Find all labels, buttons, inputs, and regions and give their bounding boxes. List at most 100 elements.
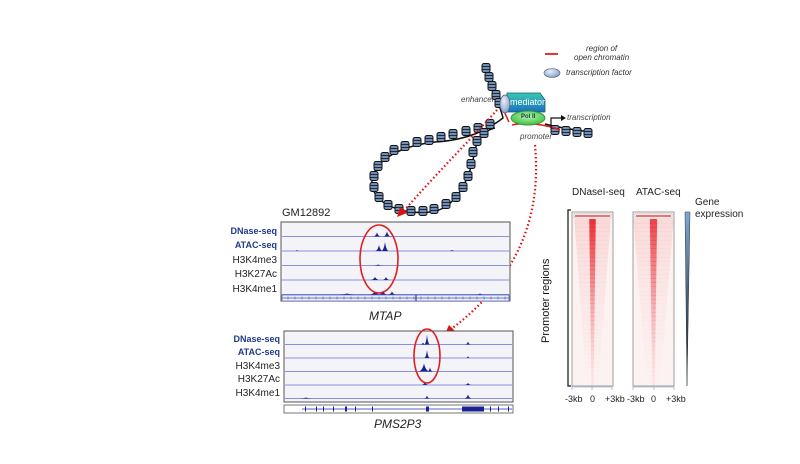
track-peak: [420, 342, 426, 345]
exon: [426, 406, 429, 412]
heatmap-row: [582, 333, 603, 338]
heatmap-core: [590, 295, 595, 300]
nucleosome-icon: [561, 126, 571, 136]
browser1-highlight-circle: [359, 224, 399, 294]
heatmap-row: [580, 307, 605, 313]
heatmap-core: [589, 261, 596, 266]
heatmap-core: [651, 354, 656, 360]
heatmap-core: [651, 337, 656, 343]
heatmap-row: [581, 316, 604, 321]
heatmap-core: [651, 333, 656, 338]
heatmap-row: [579, 290, 606, 296]
nucleosome-icon: [458, 182, 468, 192]
heatmap-row: [583, 345, 602, 351]
heatmap-row: [583, 341, 602, 347]
heatmap-core: [650, 235, 657, 241]
heatmap-row: [580, 299, 605, 305]
track-label: H3K4me1: [232, 283, 277, 295]
browser1-panel: [280, 221, 511, 302]
legend-tf-icon: [543, 68, 561, 78]
heatmap-core: [650, 265, 657, 271]
track-peak: [418, 363, 430, 372]
nucleosome-icon: [424, 135, 434, 145]
heatmap-core: [590, 341, 595, 347]
heatmap-core: [590, 312, 595, 317]
heatmap-core: [649, 219, 658, 224]
legend-open-chromatin-label: region of open chromatin: [574, 44, 629, 62]
heatmap-core: [651, 358, 656, 364]
browser2-highlight-circle: [413, 328, 441, 384]
legend-open-chromatin-line2: open chromatin: [574, 53, 630, 62]
promoter-bracket: [567, 209, 571, 387]
polii-shape: [510, 110, 546, 126]
heatmap-core: [590, 329, 595, 334]
nucleosome-icon: [400, 141, 410, 151]
nucleosome-icon: [583, 128, 593, 138]
heatmap-core: [650, 286, 657, 292]
heatmap-row: [638, 278, 669, 283]
heatmap-core: [590, 278, 595, 283]
heatmap-core: [650, 261, 657, 266]
nucleosome-icon: [451, 192, 461, 202]
nucleosome-icon: [369, 171, 379, 181]
track-label: H3K4me1: [235, 387, 280, 399]
heatmap-core: [590, 350, 595, 355]
heatmap-row: [581, 312, 604, 317]
exon: [372, 406, 373, 412]
heatmap-ylabel: Promoter regions: [540, 258, 552, 343]
exon: [490, 406, 491, 412]
nucleosome-icon: [406, 206, 416, 216]
heatmap-core: [591, 384, 594, 389]
heatmap-row: [642, 333, 665, 338]
heatmap-core: [652, 367, 655, 372]
heatmap-core: [591, 362, 594, 368]
heatmap-core: [591, 354, 594, 360]
heatmap-core: [589, 244, 596, 250]
heatmap-core: [589, 223, 596, 228]
exon: [355, 406, 356, 412]
nucleosome-icon: [485, 119, 495, 129]
heatmap-core: [650, 282, 657, 288]
track-peak: [370, 277, 380, 280]
heatmap-core: [590, 333, 595, 338]
track-peak: [375, 245, 383, 251]
transcription-label: transcription: [567, 113, 611, 122]
track-peak: [424, 395, 430, 399]
heatmap-core: [591, 379, 594, 385]
exon: [345, 406, 347, 412]
heatmap-core: [591, 367, 594, 372]
heatmap-core: [652, 362, 655, 368]
heatmap-row: [578, 278, 607, 283]
heatmap-row: [580, 303, 605, 309]
mediator-label: mediator: [510, 97, 546, 107]
heatmap-row: [642, 324, 665, 330]
heatmap-row: [641, 320, 666, 326]
heatmap-core: [589, 248, 596, 254]
heatmap-core: [590, 307, 595, 313]
heatmap-row: [582, 324, 603, 330]
heatmap-core: [650, 248, 657, 254]
heatmap-core: [650, 290, 657, 296]
nucleosome-icon: [448, 129, 458, 139]
nucleosome-icon: [466, 159, 476, 169]
heatmap-core: [589, 240, 596, 245]
heatmap-core: [651, 341, 656, 347]
heatmap-core: [590, 282, 595, 288]
polii-label: Pol II: [521, 114, 536, 120]
heatmap-core: [650, 274, 657, 279]
nucleosome-icon: [380, 152, 390, 162]
heatmap-row: [582, 329, 603, 334]
heatmap-core: [591, 371, 594, 376]
heatmap-core: [589, 235, 596, 241]
nucleosome-icon: [418, 206, 428, 216]
heatmap-row: [583, 337, 602, 343]
heatmap-core: [649, 223, 658, 228]
heatmap-core: [651, 303, 656, 309]
track-peak: [424, 334, 430, 345]
heatmap-row: [580, 295, 605, 300]
heatmap-core: [651, 295, 656, 300]
nucleosome-icon: [383, 200, 393, 210]
nucleosome-icon: [463, 171, 473, 181]
transcription-arrow-icon: [550, 117, 563, 128]
